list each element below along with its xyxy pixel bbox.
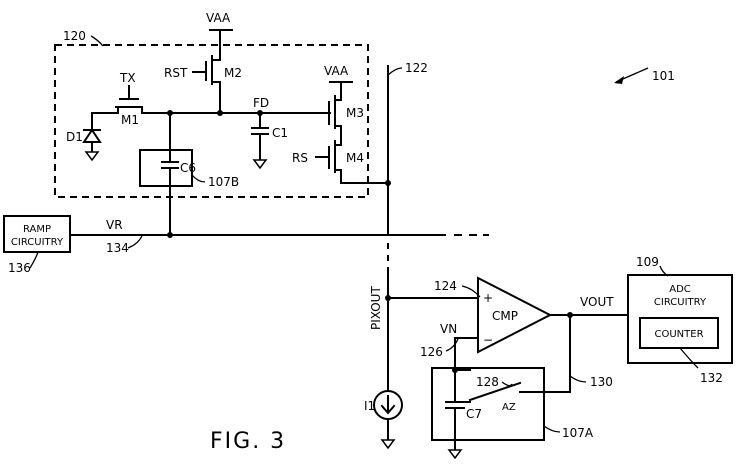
leader-136 (29, 251, 39, 269)
ramp-box-line2: CIRCUITRY (11, 237, 64, 248)
c6-block-ref: 107B (208, 175, 239, 189)
cmp-minus-ref: 126 (420, 345, 443, 359)
m4-label: M4 (346, 151, 364, 165)
d1-ground-icon (84, 151, 100, 162)
figure-ref: 101 (652, 69, 675, 83)
m2-label: M2 (224, 66, 242, 80)
ramp-ref: 136 (8, 261, 31, 275)
m1-label: M1 (121, 113, 139, 127)
leader-124 (461, 285, 481, 298)
i1-label: I1 (364, 399, 375, 413)
leader-122 (387, 67, 403, 76)
counter-ref: 132 (700, 371, 723, 385)
comparator-triangle (477, 276, 553, 354)
adc-circuitry-box (627, 274, 733, 364)
az-switch-ref: 128 (476, 375, 499, 389)
cmp-plus-sign: + (483, 291, 493, 305)
counter-label: COUNTER (654, 329, 703, 340)
junction-m2-fd (217, 110, 223, 116)
leader-126 (445, 338, 459, 352)
vout-label: VOUT (580, 295, 614, 309)
leader-101-arrow (614, 76, 624, 84)
az-switch-blade (468, 381, 522, 402)
rst-label: RST (164, 66, 188, 80)
adc-line2: CIRCUITRY (654, 297, 707, 308)
d1-triangle (82, 128, 102, 143)
m3-label: M3 (346, 106, 364, 120)
c7-ground-icon (447, 449, 463, 460)
c1-label: C1 (272, 126, 288, 140)
vaa-right-label: VAA (324, 64, 349, 78)
vaa-top-label: VAA (206, 11, 231, 25)
leader-130 (569, 375, 587, 383)
autozero-block-ref: 107A (562, 426, 594, 440)
cmp-label: CMP (492, 309, 518, 323)
pixel-boundary (54, 44, 369, 198)
az-label: AZ (502, 402, 516, 413)
pixel-ref: 120 (63, 29, 86, 43)
vout-ref: 130 (590, 375, 613, 389)
pixout-label: PIXOUT (369, 286, 383, 330)
c7-label: C7 (466, 407, 482, 421)
leader-107a (543, 425, 561, 433)
c1-ground-icon (252, 159, 268, 170)
fd-label: FD (253, 96, 269, 110)
vr-line-ref: 134 (106, 241, 129, 255)
adc-ref: 109 (636, 255, 659, 269)
d1-label: D1 (66, 130, 83, 144)
i1-ground-icon (380, 439, 396, 450)
autozero-block (431, 367, 545, 441)
cmp-minus-sign: − (483, 333, 493, 347)
rs-label: RS (292, 151, 308, 165)
tx-label: TX (119, 71, 136, 85)
vr-label: VR (106, 218, 123, 232)
leader-132 (679, 347, 699, 369)
counter-box (639, 317, 719, 349)
leader-134 (127, 235, 143, 249)
vn-label: VN (440, 322, 457, 336)
leader-128 (501, 381, 513, 387)
i1-arrow-head (380, 404, 396, 415)
leader-109 (659, 265, 669, 277)
c6-label: C6 (180, 161, 196, 175)
figure-label: FIG. 3 (210, 429, 286, 454)
column-ref: 122 (405, 61, 428, 75)
adc-line1: ADC (669, 284, 691, 295)
leader-107b (191, 174, 206, 183)
leader-120 (90, 35, 104, 47)
c6-block (139, 149, 193, 187)
ramp-box-line1: RAMP (23, 224, 51, 235)
cmp-plus-ref: 124 (434, 279, 457, 293)
